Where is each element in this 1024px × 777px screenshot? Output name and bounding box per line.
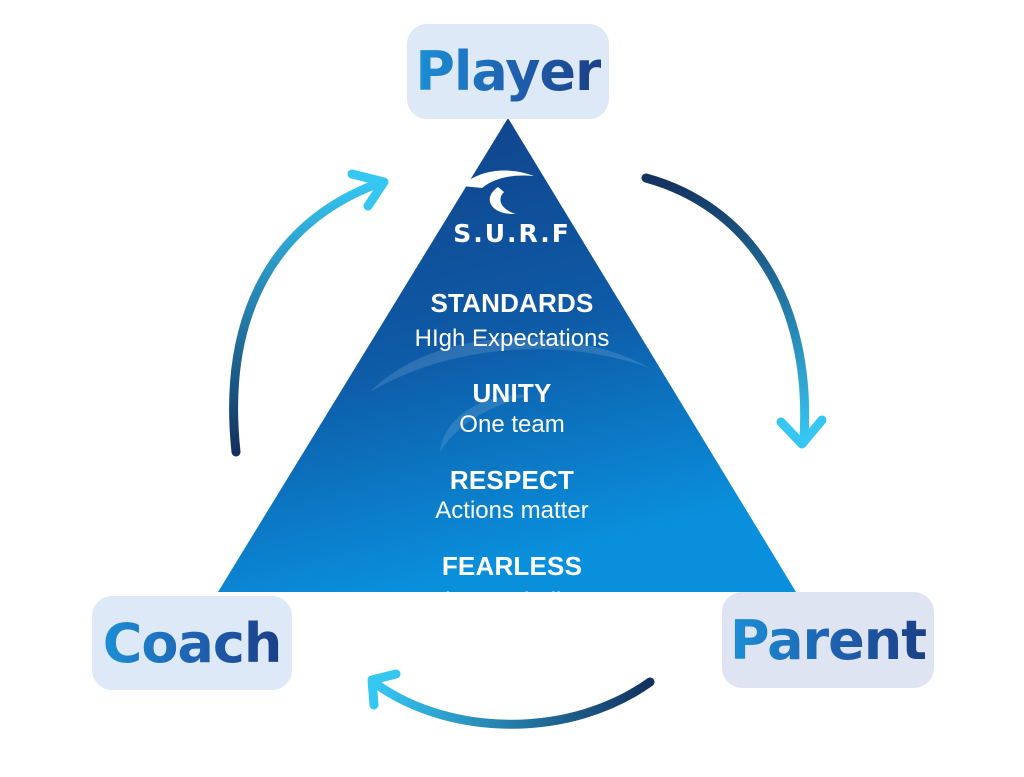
value-title-unity: UNITY xyxy=(472,378,552,408)
value-subtitle-unity: One team xyxy=(459,411,565,438)
background-wave-icon xyxy=(370,337,650,392)
arrow-coach-to-player xyxy=(229,169,389,457)
role-box-parent: Parent xyxy=(722,592,934,688)
value-title-standards: STANDARDS xyxy=(430,288,594,318)
role-box-coach: Coach xyxy=(92,596,292,690)
role-label-coach: Coach xyxy=(102,611,283,675)
arrow-player-to-parent xyxy=(641,173,827,449)
value-subtitle-fearless: Embrace challenge xyxy=(409,588,615,615)
wave-icon xyxy=(462,170,534,215)
role-box-player: Player xyxy=(407,24,609,119)
role-label-player: Player xyxy=(415,40,601,103)
role-label-parent: Parent xyxy=(729,608,927,672)
value-title-fearless: FEARLESS xyxy=(441,551,583,581)
brand-name: S.U.R.F xyxy=(453,219,571,248)
value-subtitle-standards: HIgh Expectations xyxy=(414,325,610,352)
value-title-respect: RESPECT xyxy=(449,465,575,495)
values-triangle xyxy=(218,118,796,592)
arrow-parent-to-coach xyxy=(367,669,655,729)
background-wave-icon xyxy=(440,394,530,452)
value-subtitle-respect: Actions matter xyxy=(435,497,589,524)
